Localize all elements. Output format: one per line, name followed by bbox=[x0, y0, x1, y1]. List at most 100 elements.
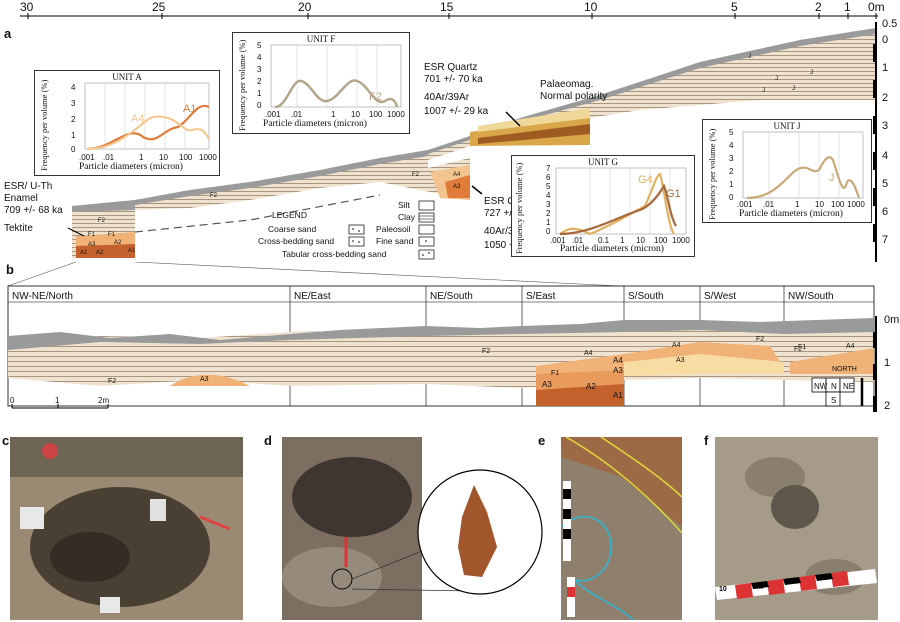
inset-unit-j: UNIT J Frequency per volume (%) 5 4 3 2 … bbox=[702, 119, 872, 223]
unit-j-body bbox=[428, 28, 876, 160]
inset-ytick: 2 bbox=[729, 167, 734, 176]
top-tick-2: 2 bbox=[815, 0, 822, 14]
inset-xtick: 1 bbox=[795, 200, 800, 209]
unit-label-b: F2 bbox=[794, 346, 803, 353]
scale-a-2: 2 bbox=[882, 92, 889, 104]
unit-label: A1 bbox=[80, 250, 88, 256]
section-b-top-grey bbox=[8, 318, 874, 350]
legend-title: LEGEND bbox=[272, 210, 307, 220]
inset-xlabel: Particle diameters (micron) bbox=[263, 119, 367, 129]
inset-xtick: .001 bbox=[79, 153, 95, 162]
scale-a-5: 5 bbox=[882, 178, 889, 190]
scale-a-4: 4 bbox=[882, 150, 889, 162]
unit-label: F1 bbox=[88, 232, 96, 238]
unit-label-b: A3 bbox=[676, 357, 685, 364]
inset-ytick: 2 bbox=[257, 77, 262, 86]
section-b-header: S/East bbox=[526, 291, 556, 302]
inset-ytick: 3 bbox=[257, 65, 262, 74]
scalebar-label: 2m bbox=[98, 396, 110, 405]
tektite-arrow bbox=[67, 227, 85, 237]
inset-xtick: 1 bbox=[139, 153, 144, 162]
scale-a-05: 0.5 bbox=[882, 18, 898, 30]
panel-label-c: c bbox=[2, 433, 10, 448]
compass-nw: NW bbox=[814, 382, 828, 391]
section-b-header: S/West bbox=[704, 291, 737, 302]
unit-a1-lens bbox=[445, 175, 470, 198]
photo-f-scale-unit: cm bbox=[753, 584, 764, 591]
unit-label: F2 bbox=[98, 218, 106, 224]
compass-s: S bbox=[831, 396, 837, 405]
legend-fine-sand: Fine sand bbox=[376, 236, 414, 246]
legend-cross-bedding: Cross-bedding sand bbox=[258, 236, 335, 246]
esr-arrow-upper bbox=[505, 111, 521, 127]
section-b-a3-band bbox=[624, 354, 784, 376]
section-b-a4-right bbox=[790, 348, 874, 374]
inset-xtick: 10 bbox=[815, 200, 824, 209]
series-label: G4 bbox=[638, 174, 653, 186]
top-tick-1: 1 bbox=[844, 0, 851, 14]
upper-grey-layer bbox=[135, 150, 428, 205]
inset-ytick: 3 bbox=[71, 99, 76, 108]
unit-label: A3 bbox=[453, 184, 461, 190]
section-b-header: S/South bbox=[628, 291, 664, 302]
tektite-annotation: Tektite bbox=[4, 223, 33, 234]
correlation-line-a bbox=[7, 262, 77, 287]
scale-a-1: 1 bbox=[882, 62, 889, 74]
section-b-header: NE/South bbox=[430, 291, 473, 302]
unit-label: A2 bbox=[96, 250, 104, 256]
inset-xtick: 100 bbox=[369, 110, 383, 119]
top-tick-15: 15 bbox=[440, 0, 454, 14]
compass-ne: NE bbox=[843, 382, 855, 391]
inset-xlabel: Particle diameters (micron) bbox=[739, 209, 843, 219]
panel-label-e: e bbox=[538, 433, 546, 448]
inset-xtick: 1 bbox=[331, 110, 336, 119]
inset-xlabel: Particle diameters (micron) bbox=[79, 162, 183, 172]
inset-title: UNIT J bbox=[773, 121, 801, 131]
section-b-header: NW-NE/North bbox=[12, 291, 73, 302]
unit-label-b: A4 bbox=[672, 342, 681, 349]
scale-b-0m: 0m bbox=[884, 314, 900, 326]
left-pit-a1 bbox=[76, 244, 135, 258]
unit-label-b: F2 bbox=[756, 336, 765, 343]
section-b-a1 bbox=[536, 384, 624, 406]
esr-quartz-annotation-upper: ESR Quartz 701 +/- 70 ka bbox=[424, 62, 483, 85]
scalebar-label: 1 bbox=[55, 396, 60, 405]
section-b-header: NW/South bbox=[788, 291, 834, 302]
scale-a-3: 3 bbox=[882, 120, 889, 132]
unit-label-b: A4 bbox=[613, 356, 623, 365]
photo-f-hoofprint: 10 cm bbox=[715, 437, 878, 620]
unit-label-b: A3 bbox=[542, 380, 552, 389]
inset-unit-f: UNIT F Frequency per volume (%) 5 4 3 2 … bbox=[232, 32, 410, 134]
inset-xtick: 1 bbox=[620, 236, 625, 245]
unit-label-b: F1 bbox=[798, 344, 807, 351]
inset-ytick: 3 bbox=[546, 200, 551, 209]
top-scale-ruler bbox=[20, 13, 878, 19]
inset-title: UNIT A bbox=[112, 72, 142, 82]
legend-clay: Clay bbox=[398, 212, 416, 222]
photo-e-section bbox=[561, 437, 682, 620]
inset-ylabel: Frequency per volume (%) bbox=[707, 128, 717, 220]
inset-xtick: .001 bbox=[550, 236, 566, 245]
unit-g-top bbox=[478, 108, 590, 132]
unit-label-b: A3 bbox=[613, 366, 623, 375]
inset-ytick: 4 bbox=[257, 53, 262, 62]
unit-label-b: F2 bbox=[482, 348, 491, 355]
inset-ytick: 5 bbox=[729, 128, 734, 137]
inset-ytick: 0 bbox=[71, 145, 76, 154]
unit-label: J bbox=[775, 76, 778, 82]
unit-label-b: A3 bbox=[200, 376, 209, 383]
inset-ytick: 0 bbox=[546, 227, 551, 236]
inset-xtick: 100 bbox=[831, 200, 845, 209]
top-tick-0m: 0m bbox=[868, 0, 885, 14]
inset-ytick: 2 bbox=[71, 115, 76, 124]
compass-rose bbox=[811, 377, 855, 407]
inset-xtick: 10 bbox=[351, 110, 360, 119]
inset-ylabel: Frequency per volume (%) bbox=[39, 79, 49, 171]
scale-b-1: 1 bbox=[884, 357, 891, 369]
inset-ytick: 1 bbox=[729, 180, 734, 189]
unit-label-b: F1 bbox=[551, 370, 560, 377]
inset-ytick: 1 bbox=[546, 218, 551, 227]
photo-f-scale-start: 10 bbox=[719, 586, 727, 593]
panel-label-a: a bbox=[4, 26, 12, 41]
series-label: J bbox=[829, 172, 835, 184]
